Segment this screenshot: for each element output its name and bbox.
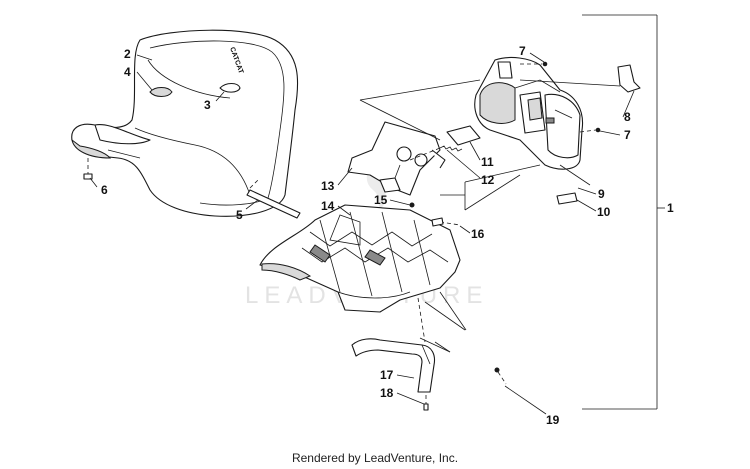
callout-9: 9 — [598, 187, 605, 201]
seat-base-frame — [259, 204, 461, 313]
callout-16: 16 — [471, 227, 485, 241]
callout-5: 5 — [236, 208, 243, 222]
footer-credit: Rendered by LeadVenture, Inc. — [291, 451, 459, 465]
heat-shield-plate — [347, 121, 446, 196]
seat-plug — [83, 158, 93, 180]
callout-4: 4 — [124, 65, 131, 79]
hinge — [617, 64, 641, 93]
bar-screw — [494, 367, 507, 385]
seat-knob — [219, 82, 241, 93]
callout-11: 11 — [481, 155, 494, 169]
callout-13: 13 — [321, 179, 335, 193]
seat-cushion: CATCAT — [71, 29, 299, 217]
bracket — [556, 192, 578, 205]
bar-bolt — [423, 395, 429, 411]
callout-17: 17 — [380, 368, 394, 382]
seat-strip — [246, 179, 301, 219]
callout-1: 1 — [667, 201, 674, 215]
callout-8: 8 — [624, 110, 631, 124]
seat-grip — [149, 87, 173, 97]
callout-7-right: 7 — [624, 128, 631, 142]
clip — [446, 125, 481, 146]
assembly-lines — [359, 79, 621, 353]
callout-labels: 2 4 3 6 5 7 8 7 9 10 1 11 12 13 14 15 16… — [101, 44, 674, 427]
callout-18: 18 — [380, 386, 394, 400]
screw-top — [520, 61, 548, 67]
spring — [409, 145, 463, 161]
leader-lines — [89, 52, 665, 415]
callout-3: 3 — [204, 98, 211, 112]
callout-19: 19 — [546, 413, 560, 427]
callout-12: 12 — [481, 173, 495, 187]
screw-right — [579, 127, 601, 133]
rear-storage-box — [474, 56, 584, 170]
assembly-bracket — [582, 14, 658, 410]
callout-2: 2 — [124, 47, 131, 61]
callout-10: 10 — [597, 205, 611, 219]
callout-7-top: 7 — [519, 44, 526, 58]
nut — [409, 202, 415, 208]
callout-6: 6 — [101, 183, 108, 197]
bolt — [431, 217, 461, 227]
callout-14: 14 — [321, 199, 335, 213]
callout-15: 15 — [374, 193, 388, 207]
seat-bar — [351, 338, 436, 393]
